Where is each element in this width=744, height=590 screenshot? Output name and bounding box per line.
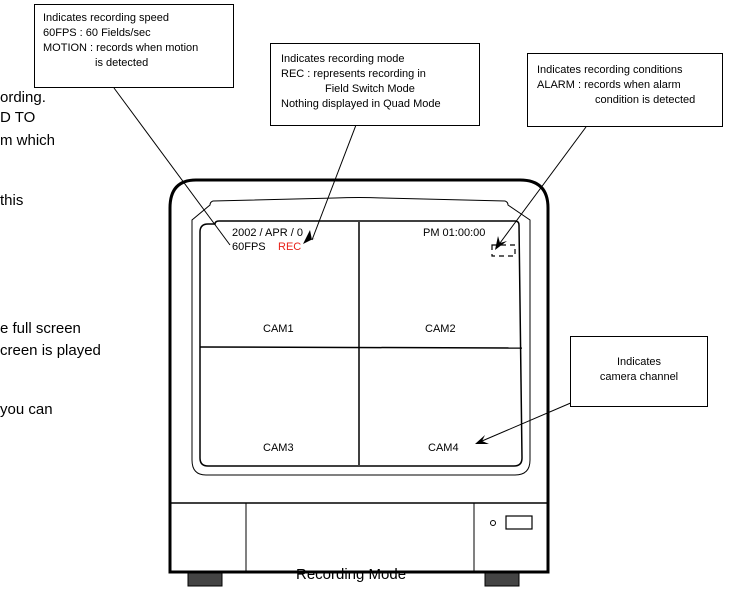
callout-line: is detected [95,57,149,69]
callout-line: MOTION : records when motion [43,42,199,54]
cam-label: CAM2 [425,323,456,335]
osd-time: PM 01:00:00 [423,227,486,239]
alarm-indicator [491,244,516,257]
body-text-line: e full screen [0,320,81,337]
power-button [505,515,533,530]
callout-line: condition is detected [595,94,696,106]
body-text-line: creen is played [0,342,101,359]
callout-line: Nothing displayed in Quad Mode [281,98,441,110]
body-text-line: you can [0,401,53,418]
figure-caption: Recording Mode [296,566,407,583]
leader-line-channel [481,401,574,442]
callout-line: Indicates recording speed [43,12,169,24]
osd-fps: 60FPS [232,241,266,253]
cam-label: CAM3 [263,442,294,454]
osd-date: 2002 / APR / 0 [232,227,303,239]
callout-line: REC : represents recording in [281,68,426,80]
callout-camera-channel: Indicates camera channel [570,336,708,407]
monitor-foot-right [484,571,520,587]
callout-line: camera channel [599,371,679,383]
callout-line: Indicates [616,356,662,368]
leader-line-speed [113,87,231,246]
power-led [490,520,496,526]
body-text-line: m which [0,132,56,149]
monitor-screen [199,220,523,467]
body-text-line: ording. [0,89,46,106]
callout-recording-conditions: Indicates recording conditions ALARM : r… [527,53,723,127]
callout-line: ALARM : records when alarm [537,79,681,91]
quad-split-horizontal [199,346,523,349]
screen-bezel [191,197,531,476]
arrowhead [475,435,489,444]
leader-line-mode [311,124,357,241]
arrowhead [495,236,507,250]
arrowhead [303,230,315,244]
callout-recording-speed: Indicates recording speed 60FPS : 60 Fie… [34,4,234,88]
leader-line-conditions [499,126,587,244]
callout-line: Indicates recording conditions [537,64,683,76]
callout-line: 60FPS : 60 Fields/sec [43,27,151,39]
osd-rec: REC [278,241,302,253]
callout-line: Indicates recording mode [281,53,405,65]
callout-line: Field Switch Mode [325,83,415,95]
cam-label: CAM4 [428,442,459,454]
callout-recording-mode: Indicates recording mode REC : represent… [270,43,480,126]
body-text-line: D TO [0,109,36,126]
body-text-line: this [0,192,24,209]
monitor-foot-left [187,571,223,587]
cam-label: CAM1 [263,323,294,335]
